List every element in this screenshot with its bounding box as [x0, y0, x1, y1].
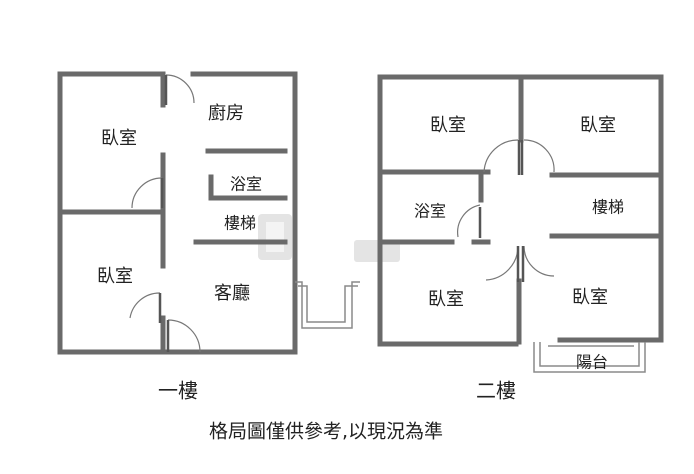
floor2-bedroom-bottom-right-label: 臥室	[572, 287, 608, 308]
floor2-bedroom-top-right-label: 臥室	[580, 115, 616, 136]
floor2-bathroom-label: 浴室	[414, 202, 446, 221]
floor1-kitchen-label: 廚房	[208, 102, 244, 124]
floor2-bedroom-bottom-left-label: 臥室	[428, 289, 464, 310]
floor2-plan	[377, 74, 664, 373]
floor1-bedroom-bottom-label: 臥室	[97, 266, 133, 287]
disclaimer-note: 格局圖僅供參考,以現況為準	[209, 421, 443, 443]
floor1-title: 一樓	[158, 379, 198, 403]
floor2-stairs-label: 樓梯	[592, 198, 624, 217]
floor1-stairs-label: 樓梯	[224, 214, 256, 233]
floor1-bathroom-label: 浴室	[230, 175, 262, 194]
floor1-plan	[57, 71, 360, 355]
floor1-bedroom-top-label: 臥室	[101, 128, 137, 149]
floor2-balcony-label: 陽台	[576, 353, 608, 372]
floor1-living-room-label: 客廳	[214, 283, 250, 304]
floor2-bedroom-top-left-label: 臥室	[430, 115, 466, 136]
floor2-title: 二樓	[476, 379, 516, 403]
